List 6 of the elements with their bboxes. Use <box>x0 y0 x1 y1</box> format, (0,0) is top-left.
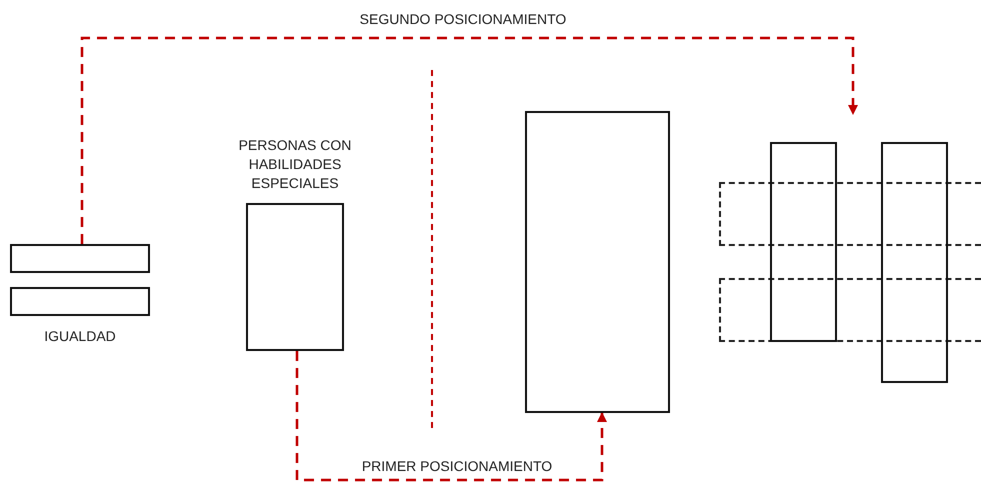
dashed-arrow <box>80 36 858 244</box>
edge-label: PRIMER POSICIONAMIENTO <box>362 458 552 474</box>
dashed-arrow <box>296 351 607 482</box>
node-heading: PERSONAS CON HABILIDADES ESPECIALES <box>238 136 352 193</box>
edge-label: SEGUNDO POSICIONAMIENTO <box>360 11 566 27</box>
group-caption: IGUALDAD <box>44 328 116 344</box>
